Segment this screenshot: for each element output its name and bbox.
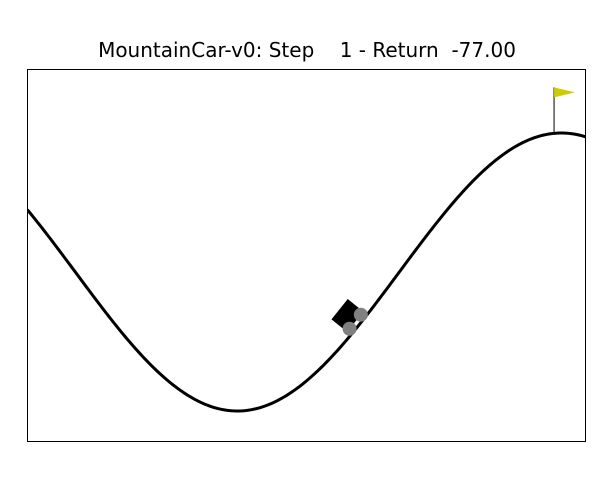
game-viewport: [27, 69, 586, 442]
car-body: [331, 299, 364, 332]
car-front-wheel: [353, 307, 368, 322]
mountain-car: [331, 299, 368, 336]
mountain-track: [28, 131, 585, 413]
game-scene: [28, 87, 585, 413]
flag-icon: [554, 87, 576, 98]
figure-title: MountainCar-v0: Step 1 - Return -77.00: [98, 38, 516, 62]
goal-flag: [553, 87, 576, 134]
car-rear-wheel: [342, 321, 357, 336]
